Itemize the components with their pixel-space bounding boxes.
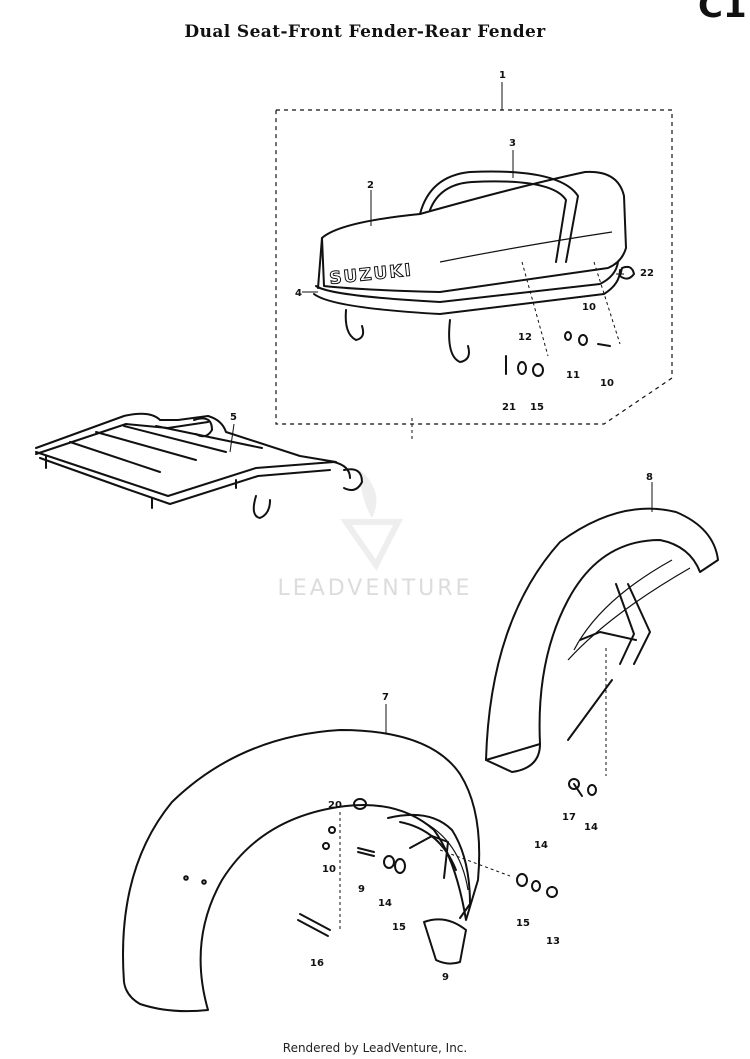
- callout-21: 21: [502, 402, 516, 413]
- callout-labels: 1 2 3 4 5 7 8 9 9 10 10 10 11 12 13 14 1…: [230, 70, 654, 983]
- callout-16: 16: [310, 958, 324, 969]
- callout-1: 1: [499, 70, 506, 81]
- callout-8: 8: [646, 472, 653, 483]
- callout-4: 4: [295, 288, 302, 299]
- callout-5: 5: [230, 412, 237, 423]
- callout-15c: 15: [392, 922, 406, 933]
- rear-fender-hardware: [297, 778, 597, 937]
- leader-lines: [229, 82, 653, 932]
- page-corner-mark: C1: [698, 0, 747, 26]
- callout-10b: 10: [600, 378, 614, 389]
- callout-10a: 10: [582, 302, 596, 313]
- rear-fender: [122, 729, 481, 1013]
- luggage-carrier: [35, 412, 363, 519]
- callout-10c: 10: [322, 864, 336, 875]
- callout-15a: 15: [530, 402, 544, 413]
- callout-14c: 14: [378, 898, 392, 909]
- dual-seat: SUZUKI: [313, 170, 627, 363]
- callout-20: 20: [328, 800, 342, 811]
- watermark-logo-icon: [340, 470, 403, 571]
- seat-strap: [419, 170, 579, 263]
- callout-11: 11: [566, 370, 580, 381]
- fender-flap: [423, 918, 467, 965]
- callout-7: 7: [382, 692, 389, 703]
- callout-15b: 15: [516, 918, 530, 929]
- seat-emblem: SUZUKI: [328, 260, 413, 289]
- callout-9a: 9: [358, 884, 365, 895]
- callout-9b: 9: [442, 972, 449, 983]
- footer-credit: Rendered by LeadVenture, Inc.: [282, 1041, 468, 1055]
- seat-assembly-group-box: [275, 109, 673, 425]
- diagram-title: Dual Seat-Front Fender-Rear Fender: [184, 22, 546, 42]
- callout-12: 12: [518, 332, 532, 343]
- callout-13: 13: [546, 936, 560, 947]
- front-fender: [485, 507, 719, 773]
- callout-2: 2: [367, 180, 374, 191]
- callout-14b: 14: [534, 840, 548, 851]
- watermark-text: LEADVENTURE: [277, 576, 473, 601]
- callout-22: 22: [640, 268, 654, 279]
- callout-14a: 14: [584, 822, 598, 833]
- callout-17: 17: [562, 812, 576, 823]
- callout-3: 3: [509, 138, 516, 149]
- seat-hardware: [505, 265, 635, 377]
